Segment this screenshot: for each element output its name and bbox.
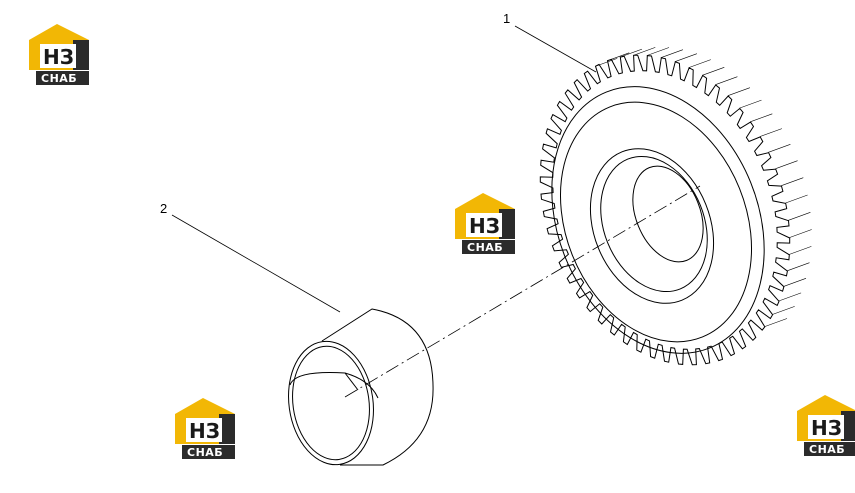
gear-tooth-face-line	[633, 47, 656, 56]
watermark-logos: НЗ СНАБ НЗ СНАБ НЗ СНАБ НЗ СНАБ	[29, 24, 855, 459]
gear-tooth-face-line	[775, 160, 798, 169]
gear-tooth-face-line	[787, 262, 810, 271]
watermark-logo: НЗ СНАБ	[797, 395, 855, 456]
gear-rim-outer	[551, 86, 765, 354]
gear-tooth-face-line	[768, 144, 791, 153]
gear-tooth-face-line	[783, 278, 807, 287]
gear-bore	[632, 165, 704, 263]
bushing-part	[288, 308, 434, 466]
gear-tooth-face-line	[739, 99, 762, 109]
callout-label-2: 2	[160, 201, 167, 216]
gear-tooth-face-line	[781, 177, 804, 186]
logo-text-bar	[804, 442, 855, 456]
logo-text: СНАБ	[187, 446, 223, 459]
gear-teeth-outline	[539, 54, 791, 366]
gear-tooth-face-line	[646, 47, 670, 56]
logo-mark: НЗ	[189, 419, 220, 443]
gear-tooth-face-line	[750, 113, 773, 123]
logo-inner-panel	[186, 418, 222, 442]
gear-tooth-face-lines	[595, 47, 812, 327]
watermark-logo: НЗ СНАБ	[455, 193, 515, 254]
gear-tooth-face-line	[759, 128, 783, 137]
logo-mark: НЗ	[43, 45, 74, 69]
logo-text: СНАБ	[809, 443, 845, 456]
bushing-inner-edge	[344, 372, 359, 391]
gear-tooth-face-line	[715, 76, 738, 85]
watermark-logo: НЗ СНАБ	[175, 398, 235, 459]
gear-hub-outer	[589, 148, 715, 304]
gear-tooth-face-line	[595, 58, 618, 67]
logo-text: СНАБ	[467, 241, 503, 254]
logo-side-block	[73, 40, 89, 70]
logo-inner-panel	[40, 44, 76, 68]
bushing-front-inner	[292, 345, 370, 461]
gear-part	[539, 47, 812, 366]
gear-rim-inner	[559, 101, 753, 343]
callout-leader-1	[514, 25, 597, 73]
bushing-front-outer	[288, 340, 374, 466]
gear-tooth-face-line	[789, 229, 812, 238]
gear-tooth-face-line	[789, 246, 812, 255]
gear-tooth-face-line	[619, 48, 643, 58]
gear-tooth-face-line	[785, 194, 808, 204]
logo-inner-panel	[466, 213, 502, 237]
logo-side-block	[499, 209, 515, 239]
gear-tooth-face-line	[660, 49, 684, 58]
gear-tooth-face-line	[764, 318, 788, 327]
gear-tooth-face-line	[607, 52, 630, 62]
logo-text-bar	[36, 71, 89, 85]
gear-tooth-face-line	[778, 292, 802, 302]
gear-hub-inner	[600, 155, 708, 293]
callout-leader-2	[171, 214, 341, 313]
watermark-logo: НЗ СНАБ	[29, 24, 89, 85]
center-axis-line	[344, 185, 701, 398]
logo-text-bar	[182, 445, 235, 459]
logo-side-block	[841, 411, 855, 441]
logo-inner-panel	[808, 415, 844, 439]
logo-mark: НЗ	[811, 416, 842, 440]
callout-label-1: 1	[503, 11, 510, 26]
bushing-body	[321, 308, 434, 466]
bushing-inner-shadow	[289, 372, 379, 399]
gear-tooth-face-line	[688, 59, 711, 68]
gear-tooth-face-line	[772, 306, 795, 315]
gear-tooth-face-line	[788, 212, 811, 221]
logo-mark: НЗ	[469, 214, 500, 238]
logo-side-block	[219, 414, 235, 444]
gear-tooth-face-line	[702, 67, 725, 76]
logo-text: СНАБ	[41, 72, 77, 85]
gear-tooth-face-line	[727, 87, 751, 96]
logo-text-bar	[462, 240, 515, 254]
gear-tooth-face-line	[674, 53, 698, 62]
